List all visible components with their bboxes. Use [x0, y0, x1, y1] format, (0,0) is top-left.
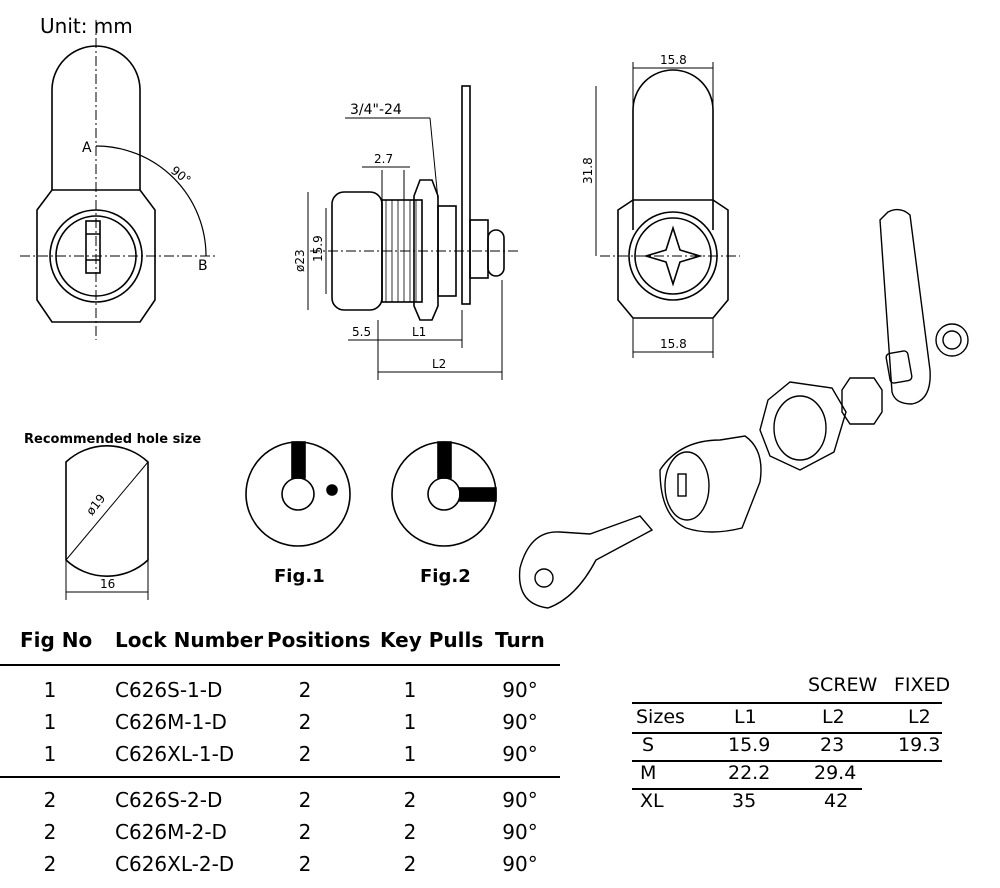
header-l2-fixed: L2: [908, 706, 931, 728]
cell-lock-number: C626XL-2-D: [115, 852, 235, 876]
header-turn: Turn: [495, 628, 545, 652]
cell-key-pulls: 1: [403, 678, 417, 702]
width-top-dim: 15.8: [660, 53, 687, 67]
l1-dim: L1: [412, 325, 426, 339]
cell-fig: 2: [43, 852, 57, 876]
cell-lock-number: C626M-2-D: [115, 820, 227, 844]
size-divider: [632, 760, 942, 762]
group-fixed: FIXED: [894, 674, 951, 696]
cell-key-pulls: 1: [403, 742, 417, 766]
cell-fig: 2: [43, 788, 57, 812]
exploded-view: [518, 208, 969, 609]
l2-dim: L2: [432, 357, 446, 371]
fig2-caption: Fig.2: [420, 566, 471, 587]
cell-lock-number: C626S-1-D: [115, 678, 223, 702]
hole-diagram: [65, 445, 149, 600]
height-dim: 31.8: [581, 157, 595, 184]
back-view: [595, 62, 740, 358]
header-l1: L1: [734, 706, 757, 728]
cell-l1: 35: [732, 790, 757, 812]
size-divider: [632, 732, 942, 734]
cell-positions: 2: [298, 820, 312, 844]
hole-title: Recommended hole size: [24, 432, 202, 447]
cell-positions: 2: [298, 742, 312, 766]
header-l2-screw: L2: [822, 706, 845, 728]
inner-height-dim: 15.9: [311, 235, 325, 262]
cell-positions: 2: [298, 678, 312, 702]
cell-positions: 2: [298, 710, 312, 734]
cell-fig: 1: [43, 710, 57, 734]
table-row: S 15.9 23 19.3: [632, 734, 952, 760]
header-positions: Positions: [267, 628, 371, 652]
header-sizes: Sizes: [636, 706, 685, 728]
header-divider: [0, 664, 560, 666]
angle-label: 90°: [168, 163, 193, 187]
lock-table-header: Fig No Lock Number Positions Key Pulls T…: [0, 628, 560, 656]
cell-size: M: [640, 762, 657, 784]
group-screw: SCREW: [808, 674, 878, 696]
point-b-label: B: [198, 258, 208, 274]
cell-lock-number: C626XL-1-D: [115, 742, 235, 766]
fig1-diagram: [245, 441, 351, 547]
side-view: [307, 85, 520, 380]
cell-key-pulls: 2: [403, 852, 417, 876]
size-group-header: SCREW FIXED: [632, 674, 952, 700]
cell-l1: 22.2: [728, 762, 771, 784]
cell-turn: 90°: [502, 678, 538, 702]
cell-l2-fixed: 19.3: [898, 734, 941, 756]
hole-width-dim: 16: [100, 577, 115, 591]
offset-dim: 5.5: [352, 325, 371, 339]
width-bottom-dim: 15.8: [660, 337, 687, 351]
table-row: 2 C626M-2-D 2 2 90°: [0, 820, 560, 848]
cell-lock-number: C626S-2-D: [115, 788, 223, 812]
cell-fig: 2: [43, 820, 57, 844]
cell-size: XL: [640, 790, 664, 812]
cell-positions: 2: [298, 852, 312, 876]
point-a-label: A: [82, 140, 92, 156]
cell-l2-screw: 23: [820, 734, 845, 756]
fig1-caption: Fig.1: [274, 566, 325, 587]
table-row: 1 C626S-1-D 2 1 90°: [0, 678, 560, 706]
cell-turn: 90°: [502, 788, 538, 812]
cell-l1: 15.9: [728, 734, 771, 756]
size-divider-top: [632, 702, 942, 704]
table-row: 1 C626XL-1-D 2 1 90°: [0, 742, 560, 770]
cell-size: S: [642, 734, 655, 756]
group-divider: [0, 776, 560, 778]
unit-label: Unit: mm: [40, 14, 133, 38]
diameter-dim: ø23: [293, 249, 307, 272]
table-row: 2 C626S-2-D 2 2 90°: [0, 788, 560, 816]
fig2-diagram: [391, 441, 497, 547]
cell-lock-number: C626M-1-D: [115, 710, 227, 734]
cell-turn: 90°: [502, 852, 538, 876]
cell-l2-screw: 29.4: [814, 762, 857, 784]
header-fig-no: Fig No: [20, 628, 93, 652]
table-row: XL 35 42: [632, 790, 952, 816]
thread-dim: 3/4"-24: [350, 102, 402, 118]
cell-key-pulls: 2: [403, 820, 417, 844]
cell-turn: 90°: [502, 820, 538, 844]
cell-fig: 1: [43, 678, 57, 702]
size-header: Sizes L1 L2 L2: [632, 706, 952, 732]
size-divider: [632, 788, 862, 790]
flange-dim: 2.7: [374, 152, 393, 166]
header-key-pulls: Key Pulls: [380, 628, 484, 652]
cell-positions: 2: [298, 788, 312, 812]
header-lock-number: Lock Number: [115, 628, 264, 652]
table-row: 2 C626XL-2-D 2 2 90°: [0, 852, 560, 880]
table-row: 1 C626M-1-D 2 1 90°: [0, 710, 560, 738]
cell-fig: 1: [43, 742, 57, 766]
cell-key-pulls: 1: [403, 710, 417, 734]
cell-key-pulls: 2: [403, 788, 417, 812]
cell-turn: 90°: [502, 742, 538, 766]
cell-l2-screw: 42: [824, 790, 849, 812]
cell-turn: 90°: [502, 710, 538, 734]
table-row: M 22.2 29.4: [632, 762, 952, 788]
front-view: [20, 20, 215, 340]
